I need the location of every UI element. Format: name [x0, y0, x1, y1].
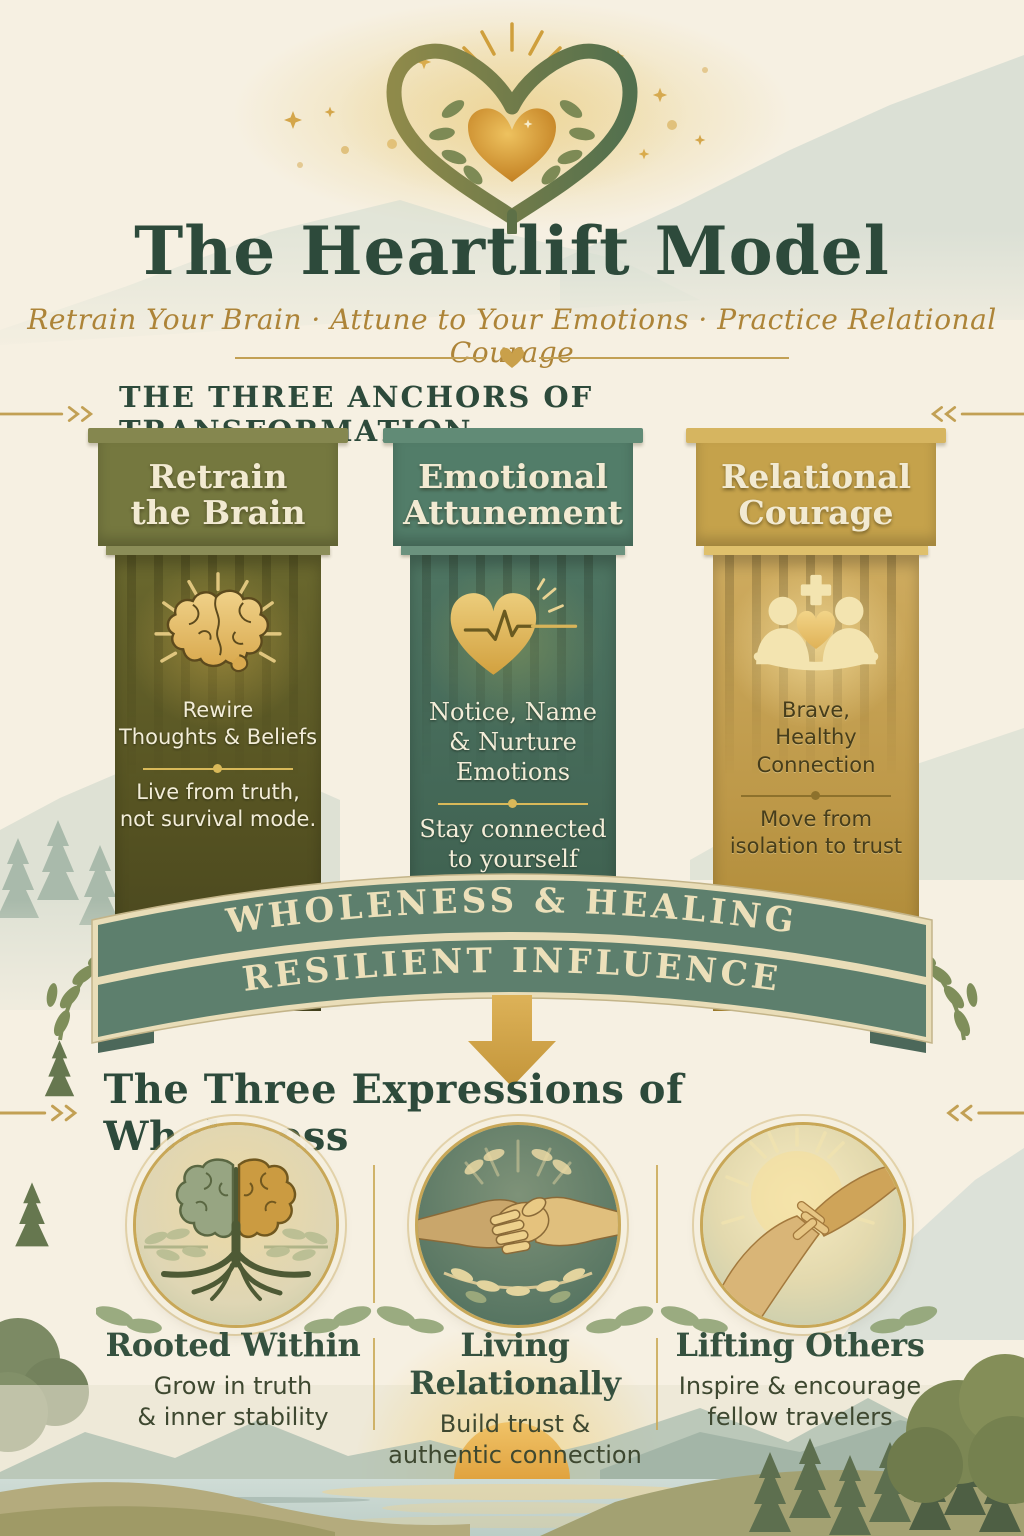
banner-band-top	[98, 880, 926, 977]
page-title: The Heartlift Model	[134, 212, 890, 290]
heart-divider-icon	[500, 347, 524, 368]
expression-subtitle: Grow in truth & inner stability	[137, 1372, 329, 1431]
heading-arrow-left-icon	[0, 1104, 78, 1122]
column-divider	[373, 1338, 375, 1430]
heading-arrow-right-icon	[946, 1104, 1024, 1122]
heading-arrow-left-icon	[0, 406, 94, 422]
background-leaf-branches	[144, 1228, 328, 1261]
expression-title: Living Relationally	[409, 1326, 621, 1402]
column-divider	[373, 1165, 375, 1303]
clasped-fingers	[792, 1200, 830, 1241]
divider-line-left	[235, 357, 485, 359]
upper-leaves	[464, 1148, 572, 1175]
expression-subtitle: Inspire & encourage fellow travelers	[678, 1372, 922, 1431]
bottom-landscape	[0, 1040, 1024, 1536]
pillar-point-2: Stay connected to yourself	[419, 815, 607, 873]
tree-trunk-and-roots	[161, 1167, 311, 1301]
pillar-capital-slab	[686, 428, 946, 443]
pillar-point-2: Live from truth, not survival mode.	[119, 779, 317, 831]
column-divider	[656, 1165, 658, 1303]
pillar-point-1: Rewire Thoughts & Beliefs	[118, 698, 318, 750]
expression-title: Lifting Others	[675, 1326, 925, 1364]
living-relationally-label: Living Relationally Build trust & authen…	[360, 1326, 670, 1470]
brain-left-hemisphere	[175, 1158, 235, 1239]
logo-laurel-leaves	[429, 100, 595, 185]
banner-band-bottom	[98, 940, 926, 1037]
lower-laurel	[443, 1268, 593, 1304]
pillar-capital-slab	[88, 428, 348, 443]
heart-with-laurel-logo	[337, 22, 687, 234]
pillar-point-2: Move from isolation to trust	[729, 806, 903, 859]
pillar-divider	[143, 763, 293, 773]
logo-inner-heart	[468, 108, 556, 182]
rooted-within-circle	[133, 1122, 339, 1328]
reaching-arm-upper	[810, 1160, 903, 1237]
lifting-others-circle	[700, 1122, 906, 1328]
two-people-heart-icon	[731, 569, 901, 691]
divider-line-right	[539, 357, 789, 359]
handshake-illustration	[418, 1125, 618, 1325]
living-relationally-circle	[415, 1122, 621, 1328]
expression-subtitle: Build trust & authentic connection	[388, 1410, 642, 1469]
clasped-hands	[489, 1197, 550, 1255]
pillar-capital: Emotional Attunement	[393, 443, 633, 546]
tagline: Retrain Your Brain · Attune to Your Emot…	[27, 303, 997, 369]
pillar-capital-step	[401, 546, 625, 555]
pillar-title: Relational Courage	[720, 456, 912, 532]
pillar-divider	[741, 790, 891, 800]
rooted-within-label: Rooted Within Grow in truth & inner stab…	[78, 1326, 388, 1432]
wholeness-banner-ribbon: WHOLENESS & HEALING RESILIENT INFLUENCE	[46, 873, 978, 1087]
pillar-capital-slab	[383, 428, 643, 443]
top-mountain-wash	[0, 0, 1024, 360]
brain-right-hemisphere	[237, 1158, 297, 1239]
pillar-point-1: Notice, Name & Nurture Emotions	[429, 698, 597, 786]
pillar-title: Emotional Attunement	[403, 456, 623, 532]
expression-title: Rooted Within	[105, 1326, 361, 1364]
heartbeat-heart-icon	[428, 569, 598, 691]
pillar-title: Retrain the Brain	[130, 456, 306, 532]
right-arm	[528, 1196, 618, 1247]
pillar-point-1: Brave, Healthy Connection	[756, 698, 876, 777]
pillar-capital-step	[106, 546, 330, 555]
heading-arrow-right-icon	[930, 406, 1024, 422]
circle-laurel-flourishes	[96, 1306, 938, 1334]
pillar-capital-step	[704, 546, 928, 555]
right-mountains-lower	[840, 1148, 1024, 1340]
pillar-divider	[438, 799, 588, 808]
right-corner-tree	[887, 1354, 1024, 1504]
column-divider	[656, 1338, 658, 1430]
heart-divider	[0, 346, 1024, 370]
pillar-capital: Retrain the Brain	[98, 443, 338, 546]
radiant-brain-icon	[143, 569, 293, 691]
pillar-capital: Relational Courage	[696, 443, 936, 546]
down-arrow-icon	[468, 995, 556, 1087]
brain-tree-illustration	[136, 1125, 336, 1325]
lifting-others-label: Lifting Others Inspire & encourage fello…	[645, 1326, 955, 1432]
sun	[454, 1422, 570, 1480]
helping-hands-illustration	[703, 1125, 903, 1325]
